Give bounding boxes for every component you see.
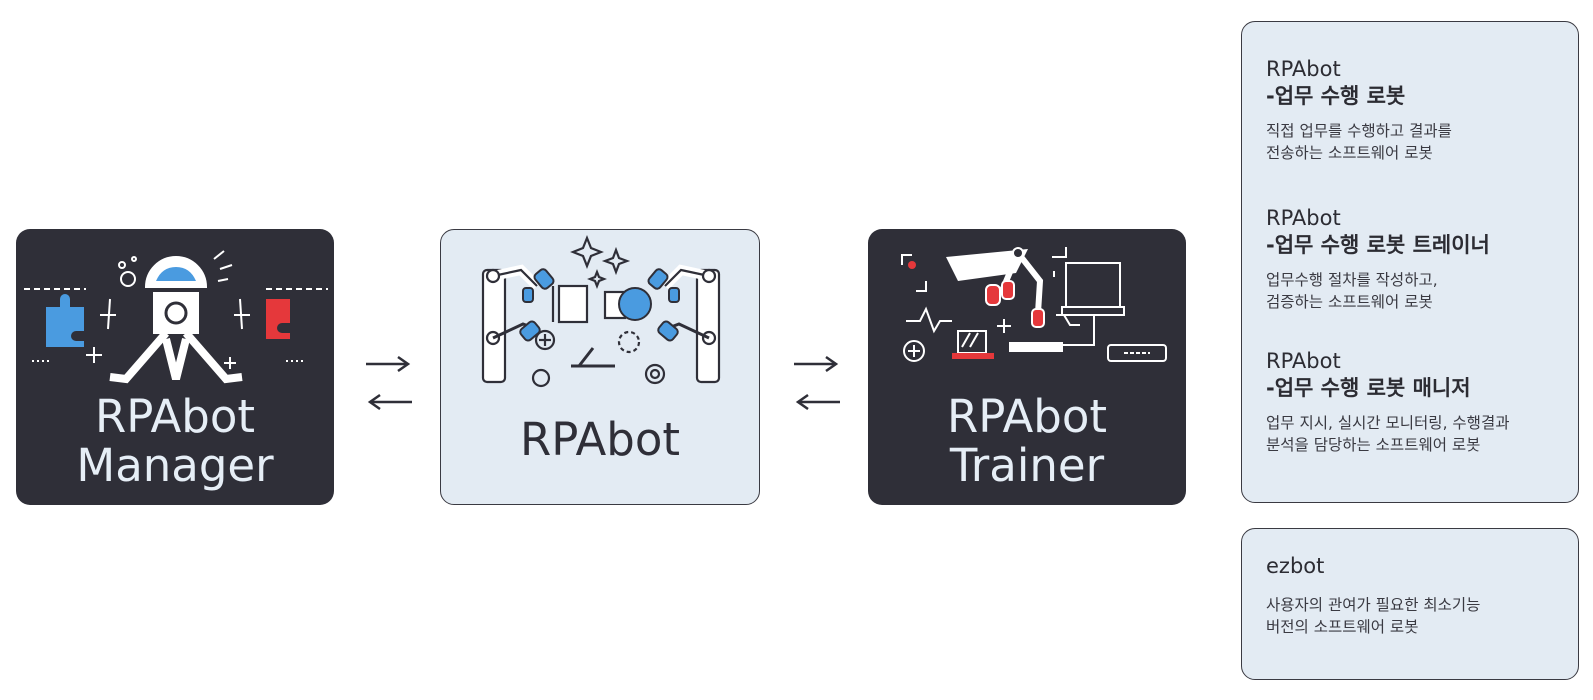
robot-arms-puzzle-icon (24, 250, 328, 384)
ezbot-title: ezbot (1266, 554, 1325, 578)
section-subtitle: -업무 수행 로봇 (1266, 84, 1406, 108)
section-subtitle: -업무 수행 로봇 트레이너 (1266, 233, 1490, 257)
rpabot-tile: RPAbot (440, 229, 760, 505)
panel-section-trainer: RPAbot -업무 수행 로봇 트레이너 업무수행 절차를 작성하고, 검증하… (1266, 205, 1568, 313)
description-panel: RPAbot -업무 수행 로봇 직접 업무를 수행하고 결과를 전송하는 소프… (1241, 21, 1579, 503)
section-desc-line2: 검증하는 소프트웨어 로봇 (1266, 293, 1433, 311)
section-title: RPAbot (1266, 349, 1341, 373)
manager-label-line2: Manager (76, 439, 274, 492)
ezbot-desc-line2: 버전의 소프트웨어 로봇 (1266, 618, 1419, 636)
ezbot-panel: ezbot 사용자의 관여가 필요한 최소기능 버전의 소프트웨어 로봇 (1241, 528, 1579, 680)
trainer-label-line2: Trainer (949, 439, 1105, 492)
section-desc-line1: 직접 업무를 수행하고 결과를 (1266, 122, 1452, 140)
robot-arms-lightbulb-icon (481, 235, 721, 388)
section-desc-line1: 업무수행 절차를 작성하고, (1266, 271, 1438, 289)
panel-section-rpabot: RPAbot -업무 수행 로봇 직접 업무를 수행하고 결과를 전송하는 소프… (1266, 56, 1568, 164)
section-desc-line1: 업무 지시, 실시간 모니터링, 수행결과 (1266, 414, 1510, 432)
section-desc-line2: 분석을 담당하는 소프트웨어 로봇 (1266, 436, 1481, 454)
manager-label-line1: RPAbot (94, 390, 256, 443)
trainer-label-line1: RPAbot (946, 390, 1108, 443)
section-desc-line2: 전송하는 소프트웨어 로봇 (1266, 144, 1433, 162)
rpabot-label: RPAbot (519, 413, 681, 466)
panel-section-ezbot: ezbot 사용자의 관여가 필요한 최소기능 버전의 소프트웨어 로봇 (1266, 553, 1568, 638)
rpabot-trainer-tile: RPAbot Trainer (868, 229, 1186, 505)
arrows-manager-center (366, 355, 412, 410)
robot-arm-monitor-icon (901, 247, 1167, 362)
section-title: RPAbot (1266, 57, 1341, 81)
arrows-center-trainer (794, 355, 840, 410)
rpabot-manager-tile: RPAbot Manager (16, 229, 334, 505)
panel-section-manager: RPAbot -업무 수행 로봇 매니저 업무 지시, 실시간 모니터링, 수행… (1266, 348, 1568, 456)
ezbot-desc-line1: 사용자의 관여가 필요한 최소기능 (1266, 596, 1481, 614)
section-subtitle: -업무 수행 로봇 매니저 (1266, 376, 1471, 400)
section-title: RPAbot (1266, 206, 1341, 230)
